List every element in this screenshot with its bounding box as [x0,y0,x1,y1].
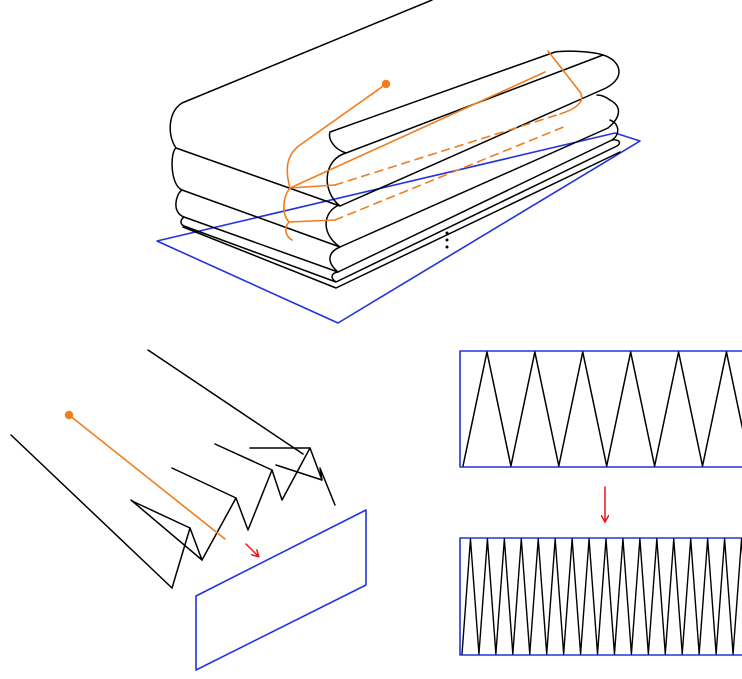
lower-layer-outline [175,119,619,273]
top-layer-outline [169,0,620,207]
pleat-ridge-4 [214,443,273,471]
vertical-plane [195,509,367,671]
pleat-ridge-1 [131,500,191,529]
pleat-fold-line-2 [147,349,304,455]
stacked-layers-figure [156,0,641,324]
bottom-zigzag [461,538,742,655]
fold-path-top [283,50,583,241]
pleat-ridge-3 [171,467,237,499]
zigzag-compression-figure [459,350,742,656]
pleat-red-arrow [245,543,258,556]
middle-layer-outline [171,99,620,248]
bottom-frame [459,537,742,656]
pleat-ridge-2 [130,499,203,561]
top-zigzag [462,351,742,467]
lower-layer-3 [182,151,621,289]
base-plane [156,132,641,324]
pleat-fold-start-point [64,410,74,420]
pleat-ridge-6 [275,464,323,481]
pleated-sheet-figure [10,349,367,671]
top-frame [459,350,742,468]
continuation-dots [445,231,449,249]
pleat-fold-line-1 [10,434,173,589]
lower-layer-2 [180,139,621,283]
middle-layer-back-edge [596,94,611,101]
top-layer-back-edge [328,50,604,154]
fold-path-pleat [64,410,226,540]
fold-start-point [381,79,391,89]
